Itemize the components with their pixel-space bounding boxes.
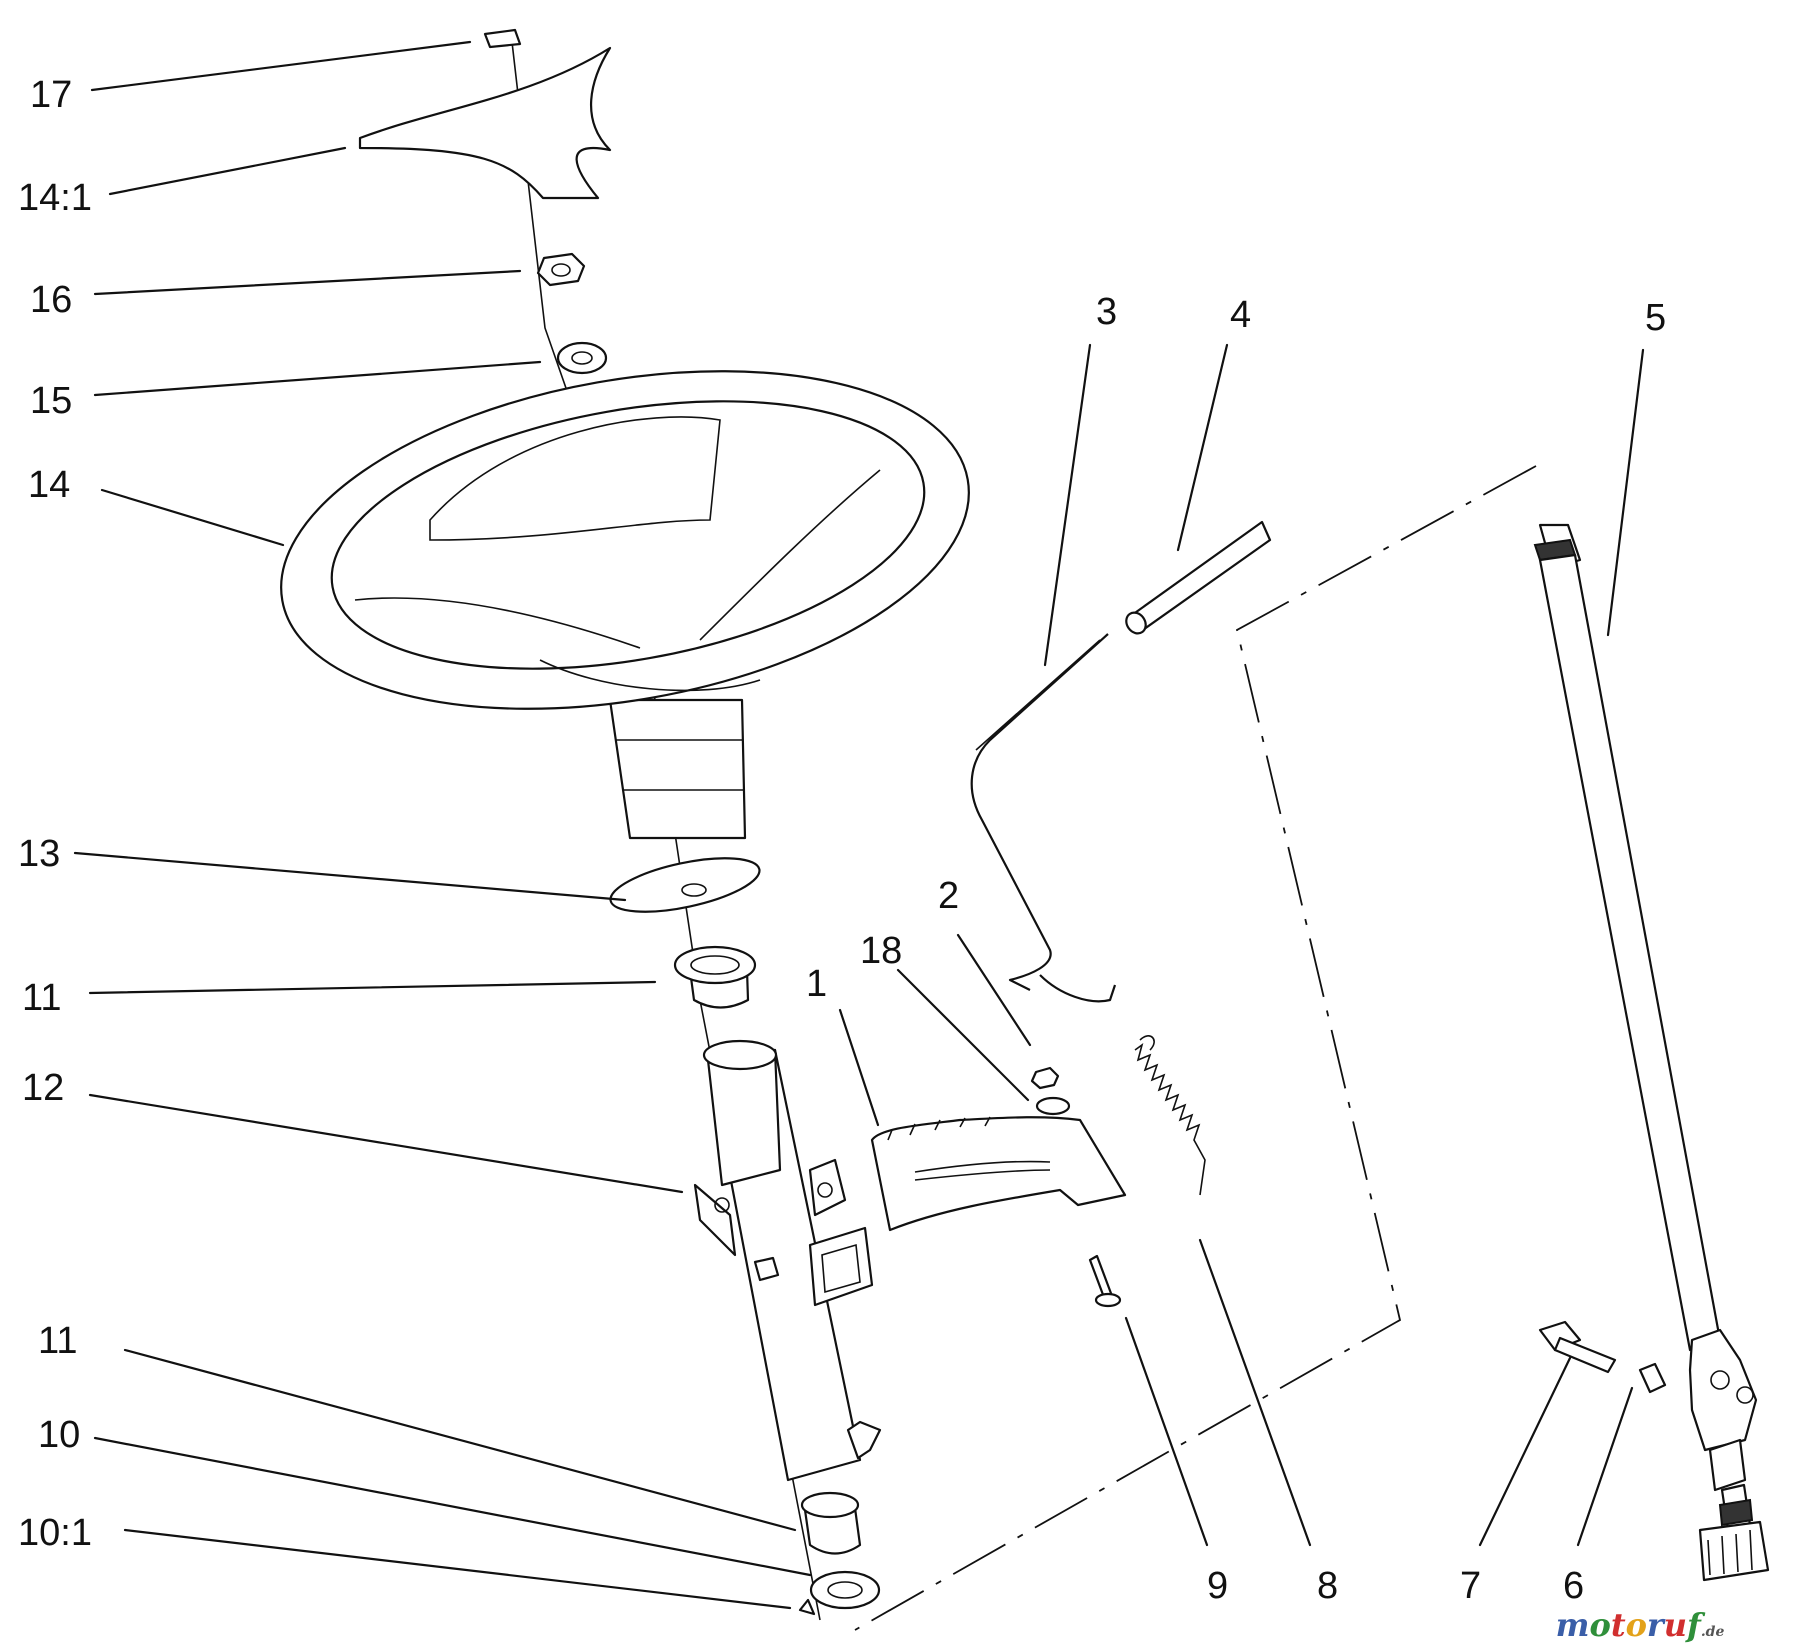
steering-shaft-part <box>1533 523 1770 1582</box>
callout-8: 8 <box>1317 1565 1338 1607</box>
callout-14-1: 14:1 <box>18 177 92 219</box>
callout-11b: 11 <box>38 1320 77 1362</box>
nut-part <box>536 252 586 287</box>
cap-part <box>483 28 522 49</box>
callout-17: 17 <box>30 74 72 116</box>
bracket-nut-part <box>1030 1066 1060 1090</box>
bolt-part <box>1538 1320 1617 1374</box>
watermark-logo: motoruf.de <box>1556 1606 1725 1644</box>
spoke-cover-part <box>358 46 612 200</box>
washer-part <box>556 341 608 375</box>
spring-part <box>1134 1035 1206 1196</box>
callout-5: 5 <box>1645 297 1666 339</box>
steering-column-part <box>693 1039 882 1482</box>
callout-1: 1 <box>806 963 827 1005</box>
callout-9: 9 <box>1207 1565 1228 1607</box>
callout-10-1: 10:1 <box>18 1512 92 1554</box>
callout-12: 12 <box>22 1067 64 1109</box>
bracket-washer-part <box>1035 1096 1071 1116</box>
collar-part <box>798 1570 881 1616</box>
leader-6 <box>1576 1386 1634 1547</box>
leader-10 <box>93 1436 812 1577</box>
callout-6: 6 <box>1563 1565 1584 1607</box>
leader-4 <box>1176 343 1229 552</box>
watermark-text: motoruf.de <box>1556 1606 1725 1644</box>
callout-18: 18 <box>860 930 902 972</box>
lever-rod-part <box>970 633 1117 1003</box>
leader-16 <box>93 269 522 296</box>
callout-4: 4 <box>1230 294 1251 336</box>
leader-13 <box>73 851 627 902</box>
leader-11b <box>123 1348 797 1532</box>
leader-2 <box>956 933 1032 1047</box>
sleeve-part <box>1125 520 1272 635</box>
leader-12 <box>88 1093 684 1194</box>
leader-17 <box>90 40 472 92</box>
connection-line-right <box>854 465 1537 1631</box>
leader-10-1 <box>123 1528 792 1610</box>
leader-1 <box>838 1008 880 1127</box>
upper-bushing-part <box>673 945 757 1009</box>
leader-7 <box>1478 1356 1572 1547</box>
steering-wheel-part <box>280 370 970 840</box>
leader-14 <box>100 488 285 547</box>
callout-7: 7 <box>1460 1565 1481 1607</box>
leader-15 <box>93 360 542 397</box>
callout-10: 10 <box>38 1414 80 1456</box>
screw-part <box>1088 1254 1122 1308</box>
leader-9 <box>1124 1316 1209 1547</box>
leader-14-1 <box>108 146 347 196</box>
leader-18 <box>896 968 1030 1102</box>
callout-15: 15 <box>30 380 72 422</box>
large-washer-part <box>609 857 761 913</box>
leader-8 <box>1198 1238 1312 1547</box>
leader-3 <box>1043 343 1092 667</box>
callout-11a: 11 <box>22 977 61 1019</box>
leader-5 <box>1606 348 1645 637</box>
callout-16: 16 <box>30 279 72 321</box>
small-nut-part <box>1638 1362 1667 1394</box>
leader-11a <box>88 980 657 995</box>
callout-2: 2 <box>938 875 959 917</box>
callout-13: 13 <box>18 833 60 875</box>
callout-3: 3 <box>1096 291 1117 333</box>
lower-bushing-part <box>800 1491 862 1555</box>
callout-14: 14 <box>28 464 70 506</box>
adjustment-bracket-part <box>870 1116 1127 1232</box>
